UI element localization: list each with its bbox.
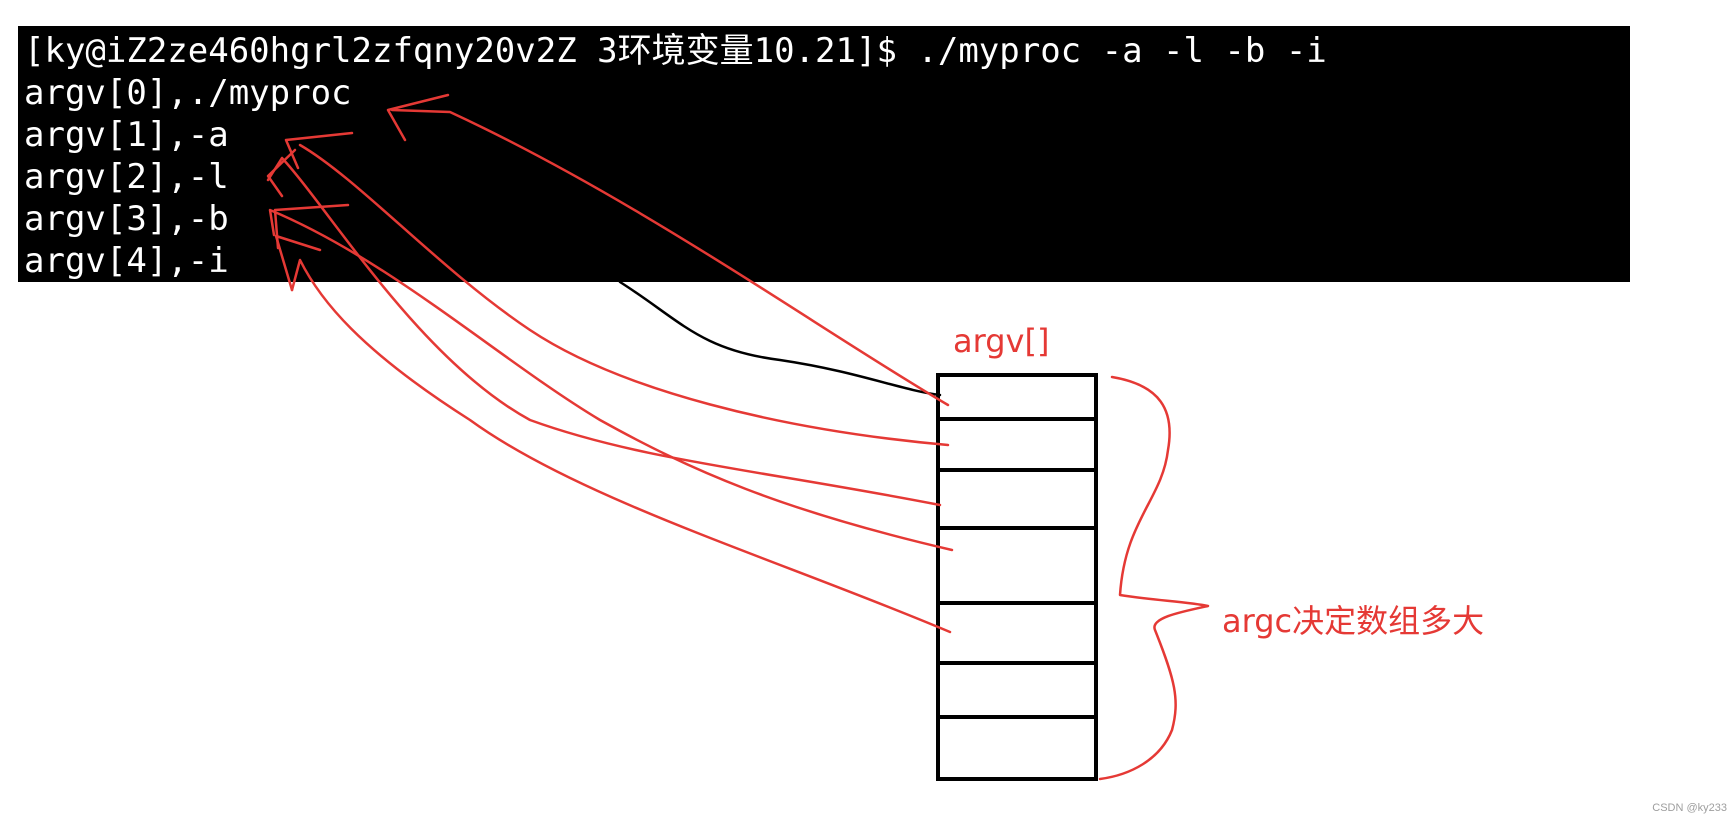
terminal-command-line: [ky@iZ2ze460hgrl2zfqny20v2Z 3环境变量10.21]$… — [24, 31, 1327, 71]
array-cell-6 — [936, 715, 1098, 781]
black-connector-line — [618, 280, 942, 397]
array-label: argv[] — [953, 322, 1050, 360]
array-cell-3 — [936, 526, 1098, 605]
arrowhead-argv2 — [266, 148, 297, 198]
array-cell-5 — [936, 661, 1098, 719]
array-cell-2 — [936, 468, 1098, 530]
size-brace — [1098, 375, 1210, 781]
pointer-arrow-argv2 — [266, 156, 942, 507]
array-cell-1 — [936, 417, 1098, 472]
pointer-arrow-argv0 — [390, 108, 950, 407]
arrowhead-argv4 — [274, 234, 322, 292]
pointer-arrow-argv1 — [298, 143, 950, 447]
pointer-arrow-argv3 — [268, 208, 954, 552]
terminal-output-line-argv0: argv[0],./myproc — [24, 73, 352, 113]
array-cell-4 — [936, 601, 1098, 665]
brace-label: argc决定数组多大 — [1222, 602, 1485, 640]
arrowhead-argv0 — [386, 93, 450, 142]
terminal-output-line-argv1: argv[1],-a — [24, 115, 229, 155]
terminal-output-line-argv4: argv[4],-i — [24, 241, 229, 281]
terminal-output-line-argv3: argv[3],-b — [24, 199, 229, 239]
terminal-output-line-argv2: argv[2],-l — [24, 157, 229, 197]
pointer-arrow-argv4 — [290, 258, 952, 634]
argv-array-box — [936, 373, 1098, 781]
arrowhead-argv1 — [284, 131, 354, 170]
watermark: CSDN @ky233 — [1652, 802, 1727, 814]
array-cell-0 — [936, 373, 1098, 421]
